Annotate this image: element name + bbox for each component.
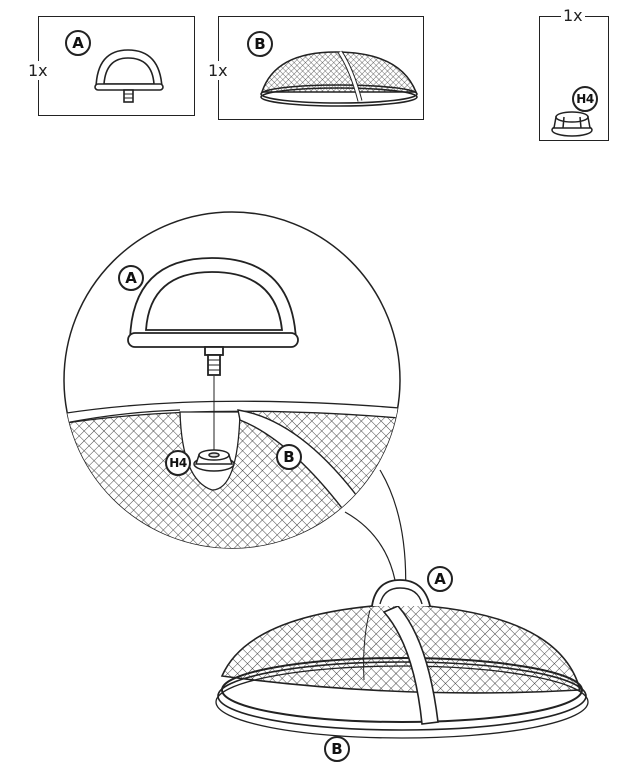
quantity-nut: 1x (561, 6, 585, 25)
callout-handle-thumbnail: A (65, 30, 91, 56)
callout-lid-thumbnail: B (247, 31, 273, 57)
quantity-lid: 1x (206, 61, 230, 80)
lid-thumbnail (260, 50, 418, 107)
quantity-handle: 1x (26, 61, 50, 80)
assembled-lid (215, 579, 589, 739)
detail-circle (63, 211, 401, 549)
callout-assembly-handle: A (427, 566, 453, 592)
nut-thumbnail (551, 111, 593, 137)
callout-detail-lid: B (276, 444, 302, 470)
callout-assembly-lid: B (324, 736, 350, 762)
handle-thumbnail (94, 49, 164, 103)
callout-detail-handle: A (118, 265, 144, 291)
callout-nut-thumbnail: H4 (572, 86, 598, 112)
callout-detail-nut: H4 (165, 450, 191, 476)
